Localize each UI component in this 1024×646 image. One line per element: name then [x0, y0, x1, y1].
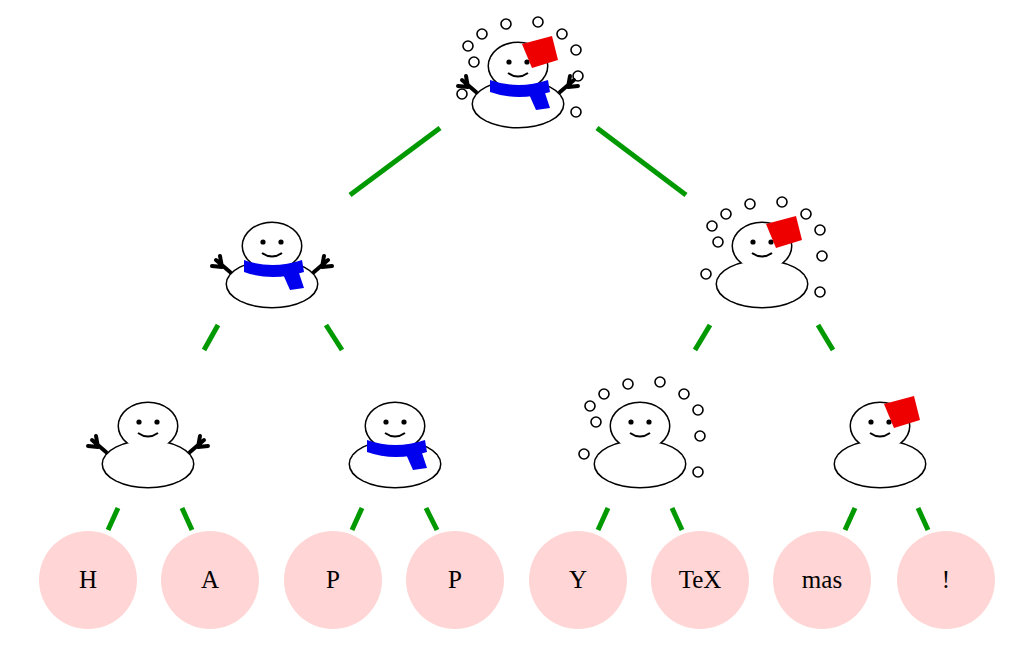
circle-fill [161, 531, 259, 629]
circle-fill [773, 531, 871, 629]
leaf-text: mas [802, 566, 842, 594]
arms-scarf-snowman [212, 223, 332, 307]
leaf-circle: H [39, 531, 137, 629]
root-snowman [457, 17, 583, 127]
circle-fill [651, 531, 749, 629]
circle-fill [897, 531, 995, 629]
circle-fill [39, 531, 137, 629]
leaf-text: Y [569, 566, 587, 594]
snow-snowman [579, 377, 705, 487]
leaf-text: ! [942, 566, 950, 594]
leaf-circle: P [284, 531, 382, 629]
leaf-text: P [448, 566, 462, 594]
leaf-circle: P [406, 531, 504, 629]
leaf-circle: mas [773, 531, 871, 629]
leaf-text: A [201, 566, 219, 594]
leaf-circle: ! [897, 531, 995, 629]
leaf-circle: TeX [651, 531, 749, 629]
leaf-circle: Y [529, 531, 627, 629]
circle-fill [529, 531, 627, 629]
tree-branches [108, 128, 928, 530]
leaf-text: H [79, 566, 97, 594]
snow-hat-snowman [701, 197, 827, 307]
hat-snowman [835, 396, 925, 487]
leaf-text: P [326, 566, 340, 594]
leaf-text: TeX [679, 566, 722, 594]
circle-fill [406, 531, 504, 629]
arms-snowman [88, 403, 208, 487]
scarf-snowman [350, 403, 440, 487]
leaf-circle: A [161, 531, 259, 629]
circle-fill [284, 531, 382, 629]
